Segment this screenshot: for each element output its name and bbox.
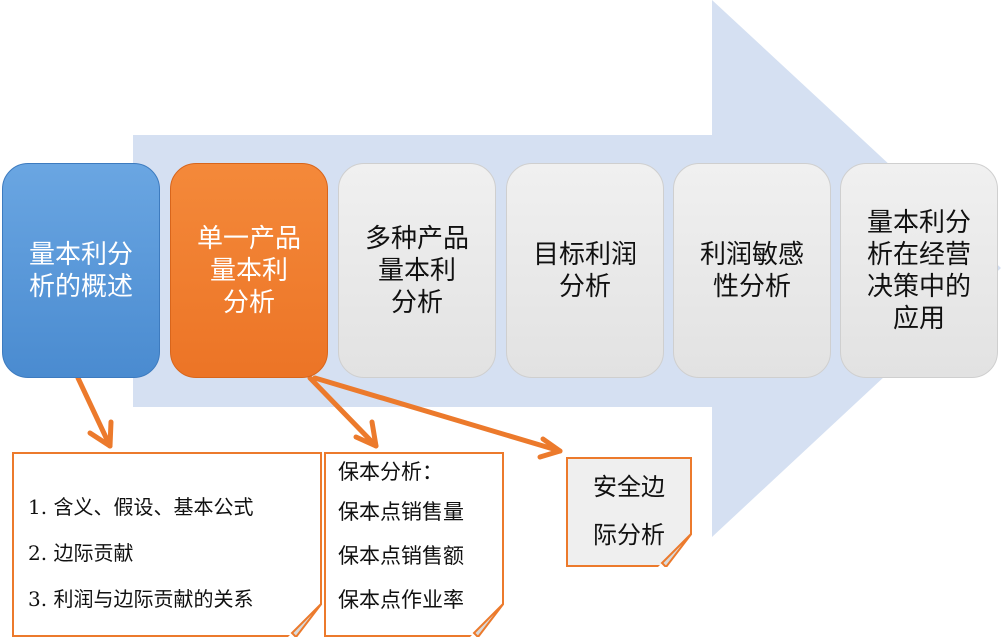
step-1-label: 量本利分析的概述 bbox=[29, 239, 133, 303]
note-breakeven-item-3: 保本点作业率 bbox=[338, 588, 464, 612]
note-fold-corner-icon bbox=[658, 533, 692, 567]
step-3: 多种产品量本利分析 bbox=[338, 163, 496, 378]
step-6-label-line: 量本利分 bbox=[866, 207, 971, 238]
step-4-label-line: 目标利润 bbox=[532, 239, 637, 270]
step-6-label-line: 应用 bbox=[892, 303, 945, 334]
step-2-label-line: 分析 bbox=[222, 287, 275, 318]
note-overview-item-2: 2. 边际贡献 bbox=[28, 541, 134, 565]
step-3-label-line: 分析 bbox=[390, 287, 443, 318]
connector-overview bbox=[75, 375, 113, 449]
step-4-label: 目标利润分析 bbox=[533, 239, 637, 303]
step-1: 量本利分析的概述 bbox=[2, 163, 160, 378]
step-6-label-line: 析在经营 bbox=[866, 239, 971, 270]
step-6-label-line: 决策中的 bbox=[866, 271, 971, 302]
step-3-label-line: 多种产品 bbox=[364, 223, 469, 254]
connector-safety-head bbox=[537, 436, 563, 460]
note-safety-line-2: 际分析 bbox=[593, 521, 665, 549]
step-1-label-line: 析的概述 bbox=[28, 271, 133, 302]
connector-safety bbox=[312, 375, 563, 454]
note-breakeven: 保本分析： 保本点销售量 保本点销售额 保本点作业率 bbox=[324, 452, 504, 637]
note-safety-line-1: 安全边 bbox=[593, 473, 665, 501]
step-4: 目标利润分析 bbox=[506, 163, 664, 378]
note-fold-corner-icon bbox=[288, 603, 322, 637]
note-overview-item-3: 3. 利润与边际贡献的关系 bbox=[28, 587, 254, 611]
note-safety-margin: 安全边 际分析 bbox=[566, 457, 692, 567]
step-5-label-line: 性分析 bbox=[712, 271, 791, 302]
step-6: 量本利分析在经营决策中的应用 bbox=[840, 163, 998, 378]
step-6-label: 量本利分析在经营决策中的应用 bbox=[867, 207, 971, 335]
step-4-label-line: 分析 bbox=[558, 271, 611, 302]
step-5-label-line: 利润敏感 bbox=[699, 239, 804, 270]
step-5: 利润敏感性分析 bbox=[673, 163, 831, 378]
note-breakeven-item-1: 保本点销售量 bbox=[338, 500, 464, 524]
note-breakeven-heading: 保本分析： bbox=[338, 460, 443, 484]
note-fold-corner-icon bbox=[470, 603, 504, 637]
step-5-label: 利润敏感性分析 bbox=[700, 239, 804, 303]
step-2-label: 单一产品量本利分析 bbox=[197, 223, 301, 319]
note-overview-item-1: 1. 含义、假设、基本公式 bbox=[28, 495, 254, 519]
step-3-label-line: 量本利 bbox=[377, 255, 456, 286]
step-2-label-line: 单一产品 bbox=[196, 223, 301, 254]
step-2-label-line: 量本利 bbox=[209, 255, 288, 286]
step-3-label: 多种产品量本利分析 bbox=[365, 223, 469, 319]
connector-breakeven bbox=[307, 375, 379, 449]
step-1-label-line: 量本利分 bbox=[28, 239, 133, 270]
note-overview: 1. 含义、假设、基本公式 2. 边际贡献 3. 利润与边际贡献的关系 bbox=[12, 452, 322, 637]
note-breakeven-item-2: 保本点销售额 bbox=[338, 544, 464, 568]
step-2: 单一产品量本利分析 bbox=[170, 163, 328, 378]
connector-overview-head bbox=[87, 419, 114, 449]
connectors bbox=[75, 375, 563, 460]
connector-breakeven-head bbox=[353, 419, 379, 449]
